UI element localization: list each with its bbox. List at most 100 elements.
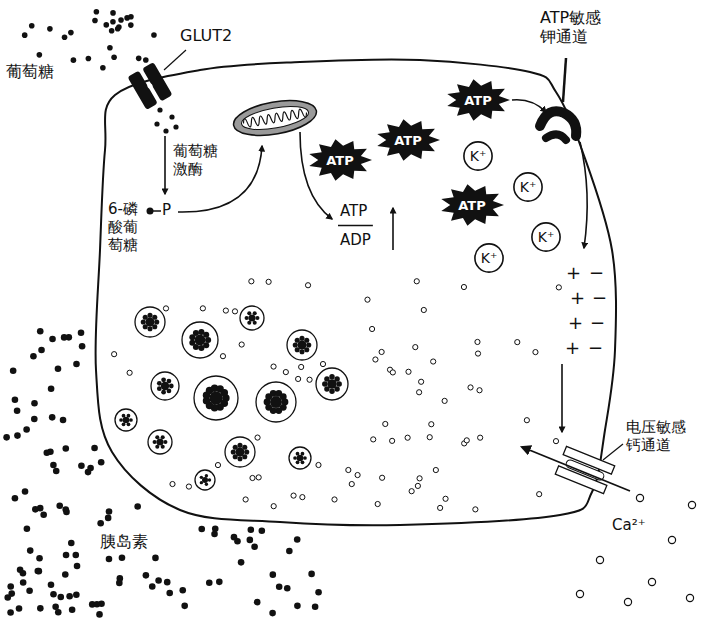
enzyme-label: 葡萄糖激酶 <box>173 142 220 178</box>
process-arrow <box>561 364 563 432</box>
small-ion <box>477 388 482 393</box>
insulin-granule <box>161 445 165 449</box>
insulin-dot <box>7 583 14 590</box>
insulin-dot <box>55 365 62 372</box>
small-ion <box>442 398 447 403</box>
small-ion <box>271 504 276 509</box>
circle-shape <box>475 244 503 272</box>
small-ion <box>266 279 271 284</box>
insulin-dot <box>164 579 171 586</box>
insulin-dot <box>78 329 85 336</box>
insulin-dot <box>32 506 39 513</box>
insulin-granule <box>205 483 208 486</box>
insulin-dot <box>97 520 104 527</box>
insulin-dot <box>56 502 63 509</box>
insulin-granule <box>155 435 159 439</box>
insulin-granule <box>189 340 195 346</box>
small-ion <box>421 307 426 312</box>
small-ion <box>320 361 325 366</box>
insulin-dot <box>4 594 11 601</box>
charge-sign: − <box>589 262 604 284</box>
glucose-dot <box>47 26 53 32</box>
vesicle-membrane <box>148 430 172 454</box>
insulin-dot <box>276 583 283 590</box>
insulin-dot <box>72 552 79 559</box>
insulin-dot <box>26 587 33 594</box>
insulin-dot <box>78 462 85 469</box>
small-ion <box>533 350 538 355</box>
small-ion <box>299 364 304 369</box>
insulin-granule <box>205 474 208 477</box>
insulin-granule <box>304 347 309 352</box>
atp-starburst: ATP <box>376 119 440 161</box>
insulin-dot <box>152 555 159 562</box>
insulin-dot <box>294 603 301 610</box>
insulin-dot <box>36 555 43 562</box>
calcium-ions <box>112 279 696 606</box>
process-arrow <box>512 100 546 112</box>
small-ion <box>405 435 410 440</box>
small-ion <box>250 475 255 480</box>
insulin-dot <box>49 414 56 421</box>
insulin-dot <box>98 459 105 466</box>
insulin-granule <box>152 324 157 329</box>
potassium-ion-circle: K⁺ <box>531 222 561 252</box>
process-arrow <box>580 142 587 248</box>
leader-line <box>164 50 186 70</box>
atp-text: ATP <box>376 119 440 161</box>
insulin-granule <box>127 422 131 426</box>
small-ion <box>380 475 385 480</box>
glucose-dot <box>68 30 74 36</box>
insulin-dot <box>17 566 24 573</box>
insulin-dot <box>62 445 69 452</box>
atp-starburst: ATP <box>446 79 510 121</box>
transporter-half <box>142 62 172 101</box>
glucose-dot <box>103 22 109 28</box>
insulin-dot <box>286 548 293 555</box>
insulin-dot <box>3 434 10 441</box>
insulin-granule <box>244 449 249 454</box>
insulin-granule <box>169 384 174 389</box>
mitochondrion-inner <box>240 102 310 134</box>
small-ion <box>390 370 395 375</box>
insulin-dot <box>270 571 277 578</box>
insulin-granule <box>129 418 133 422</box>
glucose-dot <box>22 32 28 38</box>
glucose-dot <box>118 17 124 23</box>
insulin-dot <box>251 543 258 550</box>
insulin-granule <box>147 313 152 318</box>
vesicle-core <box>123 417 130 424</box>
process-arrow <box>300 132 332 219</box>
small-ion <box>475 351 480 356</box>
insulin-dot <box>50 591 57 598</box>
small-ion <box>431 359 436 364</box>
insulin-granule <box>247 321 251 325</box>
small-ion <box>429 422 434 427</box>
vesicle-core <box>156 438 163 445</box>
insulin-dot <box>212 526 219 533</box>
insulin-granule <box>147 326 152 331</box>
insulin-dot <box>48 385 55 392</box>
insulin-dot <box>14 432 21 439</box>
vesicle-membrane <box>256 382 296 422</box>
insulin-dot <box>206 579 213 586</box>
insulin-granule <box>231 449 236 454</box>
insulin-dot <box>31 416 38 423</box>
insulin-granule <box>336 381 341 386</box>
ratio-denominator: ADP <box>340 231 371 249</box>
insulin-granule <box>161 390 166 395</box>
insulin-granule <box>296 460 300 464</box>
charge-sign: + <box>568 312 583 334</box>
insulin-dot <box>50 462 57 469</box>
small-ion <box>379 349 384 354</box>
atp-starburst: ATP <box>440 184 504 226</box>
small-ion <box>415 483 420 488</box>
glucose-dot <box>128 22 134 28</box>
small-ion <box>419 379 424 384</box>
insulin-dot <box>166 590 173 597</box>
insulin-dot <box>198 526 205 533</box>
insulin-granule <box>155 445 159 449</box>
cell-membrane <box>95 59 616 525</box>
small-ion <box>468 385 473 390</box>
insulin-dot <box>74 563 81 570</box>
